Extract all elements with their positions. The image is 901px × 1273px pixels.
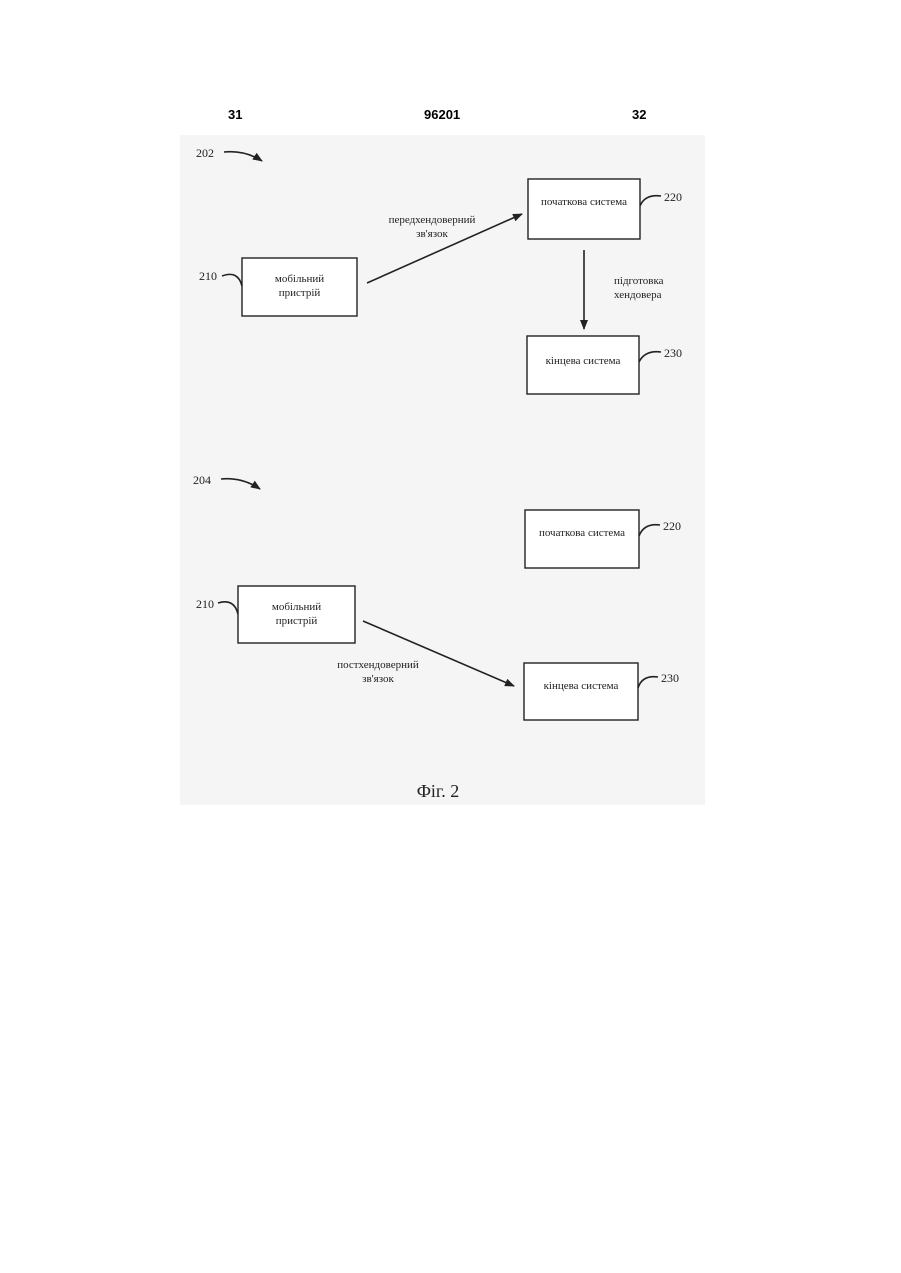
figure-ref-202: 202 — [196, 146, 214, 160]
leader-210-b — [218, 602, 238, 614]
source-system-label: початкова система — [541, 196, 627, 208]
target-system-label-2: кінцева система — [544, 680, 619, 692]
leader-220 — [640, 196, 661, 206]
ref-230-b: 230 — [661, 671, 679, 685]
posthandover-label-line1: постхендоверний — [337, 659, 419, 671]
pointer-arrow-202 — [224, 152, 262, 161]
ref-210: 210 — [199, 269, 217, 283]
source-system-box-2 — [525, 510, 639, 568]
figure-ref-204: 204 — [193, 473, 211, 487]
prehandover-label-line1: передхендоверний — [389, 214, 476, 226]
source-system-box — [528, 179, 640, 239]
handover-prep-label-line2: хендовера — [614, 289, 662, 301]
ref-230: 230 — [664, 346, 682, 360]
mobile-device-label-2-line2: пристрій — [276, 615, 318, 627]
ref-210-b: 210 — [196, 597, 214, 611]
ref-220: 220 — [664, 190, 682, 204]
handover-prep-label-line1: підготовка — [614, 275, 664, 287]
leader-230 — [639, 352, 661, 362]
mobile-device-label-2-line1: мобільний — [272, 601, 321, 613]
ref-220-b: 220 — [663, 519, 681, 533]
source-system-label-2: початкова система — [539, 527, 625, 539]
mobile-device-label-line1: мобільний — [275, 273, 324, 285]
target-system-label: кінцева система — [546, 355, 621, 367]
prehandover-label-line2: зв'язок — [416, 228, 448, 240]
posthandover-label-line2: зв'язок — [362, 673, 394, 685]
leader-210 — [222, 274, 242, 286]
mobile-device-label-line2: пристрій — [279, 287, 321, 299]
leader-220-b — [639, 525, 660, 536]
leader-230-b — [638, 677, 658, 688]
figure-caption: Фіг. 2 — [417, 781, 460, 801]
pointer-arrow-204 — [221, 479, 260, 489]
